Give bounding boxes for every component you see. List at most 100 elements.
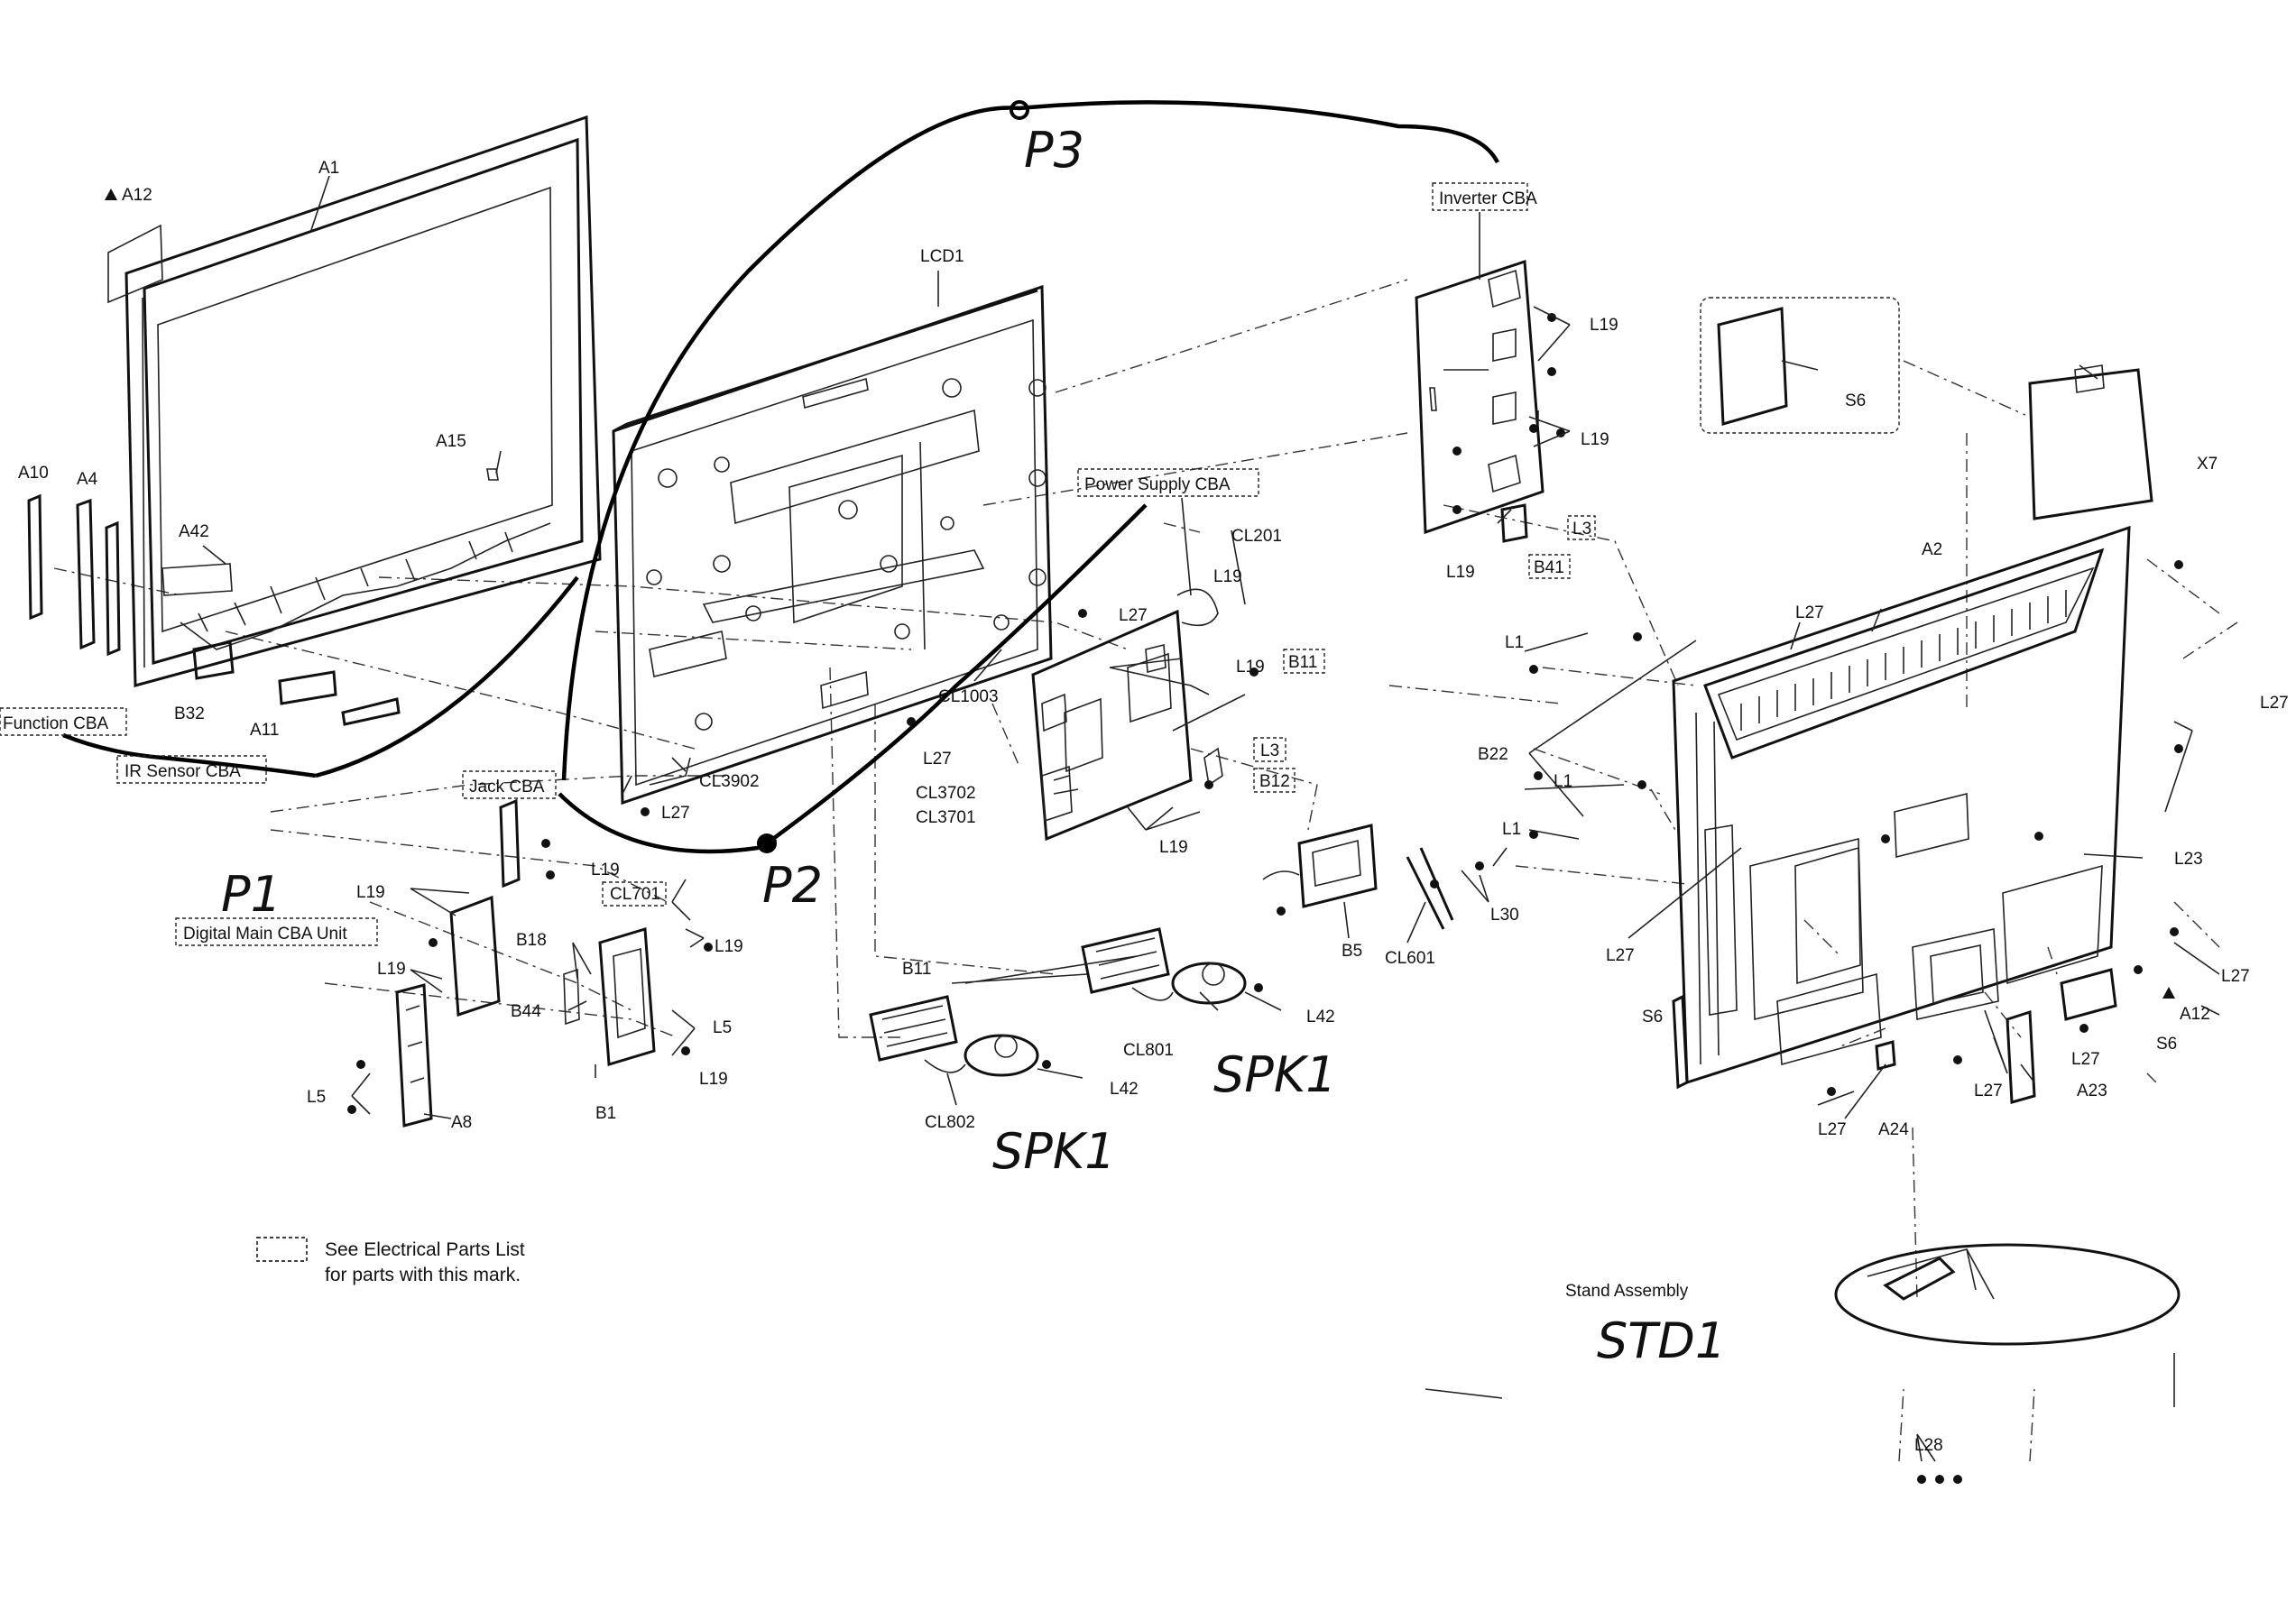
lcd-panel-lcd1 <box>612 284 1053 806</box>
label-a2: A2 <box>1922 540 1942 559</box>
label-l1-a: L1 <box>1505 633 1524 652</box>
label-a15: A15 <box>436 432 466 451</box>
inset-s6 <box>1700 297 1900 434</box>
digital-main-label: Digital Main CBA Unit <box>183 925 347 944</box>
part-labels: A1 A12 A15 A42 A10 A4 B32 A11 LCD1 CL390… <box>18 159 2289 1455</box>
label-l27-c: L27 <box>1119 606 1148 625</box>
label-a10: A10 <box>18 464 49 483</box>
label-l19-d: L19 <box>1590 316 1618 335</box>
label-s6-bot: S6 <box>2156 1035 2177 1054</box>
label-l5-a: L5 <box>713 1018 732 1037</box>
label-b41-box: B41 <box>1534 558 1564 577</box>
legend-line1: See Electrical Parts List <box>325 1239 525 1260</box>
back-cover-a2 <box>1672 525 2131 1090</box>
digital-main-board <box>395 895 656 1128</box>
inverter-board <box>1415 259 1544 543</box>
annotation-p1: P1 <box>221 866 281 923</box>
label-b44: B44 <box>511 1002 541 1021</box>
small-labels-bottom <box>1875 968 2175 1104</box>
legend: See Electrical Parts List for parts with… <box>256 1237 525 1285</box>
label-a12-bot: A12 <box>2180 1005 2210 1024</box>
power-supply-board <box>1031 588 1246 842</box>
legend-line2: for parts with this mark. <box>325 1265 521 1285</box>
label-b18: B18 <box>516 931 547 950</box>
label-cl3902: CL3902 <box>699 772 760 791</box>
label-cl801: CL801 <box>1123 1041 1174 1060</box>
sheet-x7 <box>2028 364 2153 520</box>
boxed-labels: Function CBA IR Sensor CBA Jack CBA Digi… <box>3 189 1537 944</box>
label-l23: L23 <box>2174 850 2203 869</box>
leader-lines <box>202 175 2220 1462</box>
label-l27-d: L27 <box>1795 603 1824 622</box>
power-supply-label: Power Supply CBA <box>1084 475 1231 494</box>
label-cl3701: CL3701 <box>916 808 976 827</box>
label-b11-box: B11 <box>1288 653 1317 672</box>
jack-board <box>499 798 521 888</box>
label-l30: L30 <box>1490 906 1519 925</box>
label-b5: B5 <box>1342 942 1362 961</box>
label-lcd1: LCD1 <box>920 247 964 266</box>
label-cl1003: CL1003 <box>938 687 999 706</box>
label-l19-e: L19 <box>1581 430 1609 449</box>
annotation-p3: P3 <box>1024 122 1084 179</box>
label-l27-i: L27 <box>1974 1082 2003 1100</box>
label-l1-c: L1 <box>1502 820 1521 839</box>
label-b1: B1 <box>595 1104 616 1123</box>
speakers <box>869 927 1247 1077</box>
screws <box>347 313 2183 1484</box>
label-l19-a: L19 <box>1159 838 1188 857</box>
label-b22: B22 <box>1478 745 1508 764</box>
label-stand: Stand Assembly <box>1565 1282 1689 1301</box>
annotation-std1: STD1 <box>1597 1312 1726 1369</box>
label-a1: A1 <box>318 159 339 178</box>
function-cba-label: Function CBA <box>3 714 109 733</box>
label-cl802: CL802 <box>925 1113 975 1132</box>
label-l19-l: L19 <box>699 1070 728 1089</box>
label-cl3702: CL3702 <box>916 784 976 803</box>
label-l27-a: L27 <box>661 804 690 823</box>
label-l28: L28 <box>1914 1436 1943 1455</box>
bracket-b32-a11 <box>192 640 401 726</box>
front-bezel-a1 <box>124 115 602 687</box>
label-l5-b: L5 <box>307 1088 326 1107</box>
label-b12-box: B12 <box>1259 772 1290 791</box>
handwritten-annotations: P1 P2 P3 SPK1 SPK1 STD1 <box>221 122 1726 1369</box>
jack-cba-label: Jack CBA <box>469 778 545 796</box>
label-l1-b: L1 <box>1554 772 1572 791</box>
label-l42-a: L42 <box>1306 1008 1335 1027</box>
tag-boxes <box>0 182 1596 1262</box>
label-a4: A4 <box>77 470 98 489</box>
label-l27-f: L27 <box>1606 946 1635 965</box>
bracket-b5 <box>1262 824 1454 930</box>
label-x7: X7 <box>2197 455 2218 474</box>
label-a42: A42 <box>179 522 209 541</box>
label-l19-c: L19 <box>1213 567 1242 586</box>
label-l19-h: L19 <box>591 861 620 879</box>
handdrawn-wires <box>62 100 1500 854</box>
label-s6-top: S6 <box>1845 391 1866 410</box>
label-l27-b: L27 <box>923 750 952 769</box>
label-s6-left: S6 <box>1642 1008 1663 1027</box>
label-l19-f: L19 <box>1446 563 1475 582</box>
stand-assembly <box>1834 1243 2181 1346</box>
label-l27-j: L27 <box>1818 1120 1847 1139</box>
label-card-a12 <box>105 189 163 304</box>
label-l19-k: L19 <box>377 960 406 979</box>
legend-mark <box>256 1237 308 1262</box>
label-b32: B32 <box>174 704 205 723</box>
label-l19-b: L19 <box>1236 658 1265 677</box>
label-a24: A24 <box>1878 1120 1909 1139</box>
inverter-cba-label: Inverter CBA <box>1439 189 1537 208</box>
label-l27-g: L27 <box>2221 967 2250 986</box>
side-strips-a10-a4 <box>27 493 121 657</box>
ir-sensor-cba-label: IR Sensor CBA <box>124 762 241 781</box>
label-l27-e: L27 <box>2260 694 2289 713</box>
label-l27-h: L27 <box>2071 1050 2100 1069</box>
annotation-spk1-a: SPK1 <box>1213 1046 1337 1103</box>
label-b11: B11 <box>902 960 931 979</box>
label-a12-top: A12 <box>122 186 152 205</box>
annotation-spk1-b: SPK1 <box>992 1123 1116 1180</box>
label-cl701-box: CL701 <box>610 885 660 904</box>
annotation-p2: P2 <box>762 857 823 914</box>
